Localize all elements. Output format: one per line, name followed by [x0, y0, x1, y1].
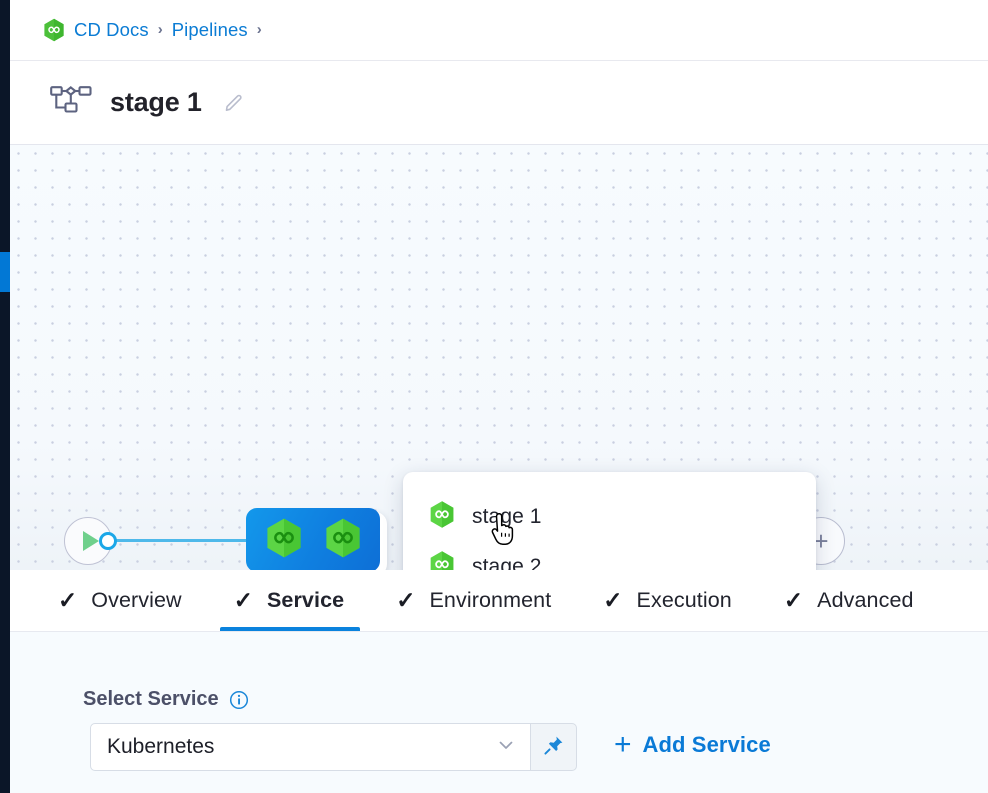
tab-label: Environment [429, 588, 552, 612]
pipeline-canvas[interactable]: stage 1 + 1 more stages + Add Stage stag… [10, 145, 988, 570]
service-select-value: Kubernetes [107, 735, 215, 758]
service-config-panel: Select Service Kubernetes [10, 632, 988, 793]
select-service-label-row: Select Service [83, 688, 249, 711]
tab-label: Advanced [817, 588, 914, 612]
breadcrumb: CD Docs › Pipelines › [10, 0, 988, 61]
plus-icon: + [813, 526, 829, 556]
stage-group-node[interactable] [246, 508, 380, 570]
check-icon: ✓ [396, 587, 416, 613]
tab-label: Overview [91, 588, 182, 612]
stage-config-tabs: ✓ Overview ✓ Service ✓ Environment ✓ Exe… [10, 570, 988, 632]
check-icon: ✓ [58, 587, 78, 613]
pipeline-diagram-icon [50, 85, 92, 120]
harness-hexagon-icon [324, 517, 362, 564]
service-select[interactable]: Kubernetes [90, 723, 531, 771]
left-nav-active-indicator [0, 252, 10, 292]
pin-icon [543, 734, 565, 761]
breadcrumb-link-cd-docs[interactable]: CD Docs [74, 19, 149, 40]
breadcrumb-link-pipelines[interactable]: Pipelines [171, 19, 248, 40]
info-icon[interactable] [229, 690, 249, 710]
tab-label: Service [266, 588, 345, 612]
pin-button[interactable] [531, 723, 577, 771]
chevron-down-icon [496, 735, 516, 760]
tab-advanced[interactable]: ✓ Advanced [770, 570, 952, 631]
play-icon [82, 531, 99, 551]
breadcrumb-separator: › [157, 20, 163, 38]
add-service-button[interactable]: + Add Service [614, 730, 771, 760]
pipeline-edge [114, 539, 248, 543]
tab-execution[interactable]: ✓ Execution [589, 570, 770, 631]
check-icon: ✓ [603, 587, 623, 613]
popup-item-label: stage 2 [472, 555, 542, 570]
popup-item-stage-1[interactable]: stage 1 [403, 492, 816, 542]
harness-hexagon-icon [429, 550, 455, 570]
page-title: stage 1 [110, 87, 202, 117]
check-icon: ✓ [783, 587, 804, 613]
harness-hexagon-icon [429, 500, 455, 534]
tab-label: Execution [636, 588, 732, 612]
stage-selector-popup[interactable]: stage 1 stage 2 [403, 472, 816, 570]
plus-icon: + [614, 728, 632, 761]
harness-hexagon-icon [265, 517, 303, 564]
tab-environment[interactable]: ✓ Environment [382, 570, 589, 631]
pencil-icon[interactable] [220, 89, 248, 117]
left-nav-rail [0, 0, 10, 793]
select-service-label: Select Service [83, 688, 219, 710]
page-header: stage 1 [10, 61, 988, 145]
breadcrumb-separator: › [256, 20, 262, 38]
check-icon: ✓ [233, 587, 253, 613]
add-service-label: Add Service [642, 732, 771, 757]
popup-item-label: stage 1 [472, 505, 542, 528]
harness-hexagon-icon [43, 18, 65, 42]
tab-service[interactable]: ✓ Service [219, 570, 383, 631]
tab-overview[interactable]: ✓ Overview [44, 570, 220, 631]
start-node-port[interactable] [99, 532, 117, 550]
select-service-control: Kubernetes [90, 723, 577, 771]
popup-item-stage-2[interactable]: stage 2 [403, 542, 816, 570]
